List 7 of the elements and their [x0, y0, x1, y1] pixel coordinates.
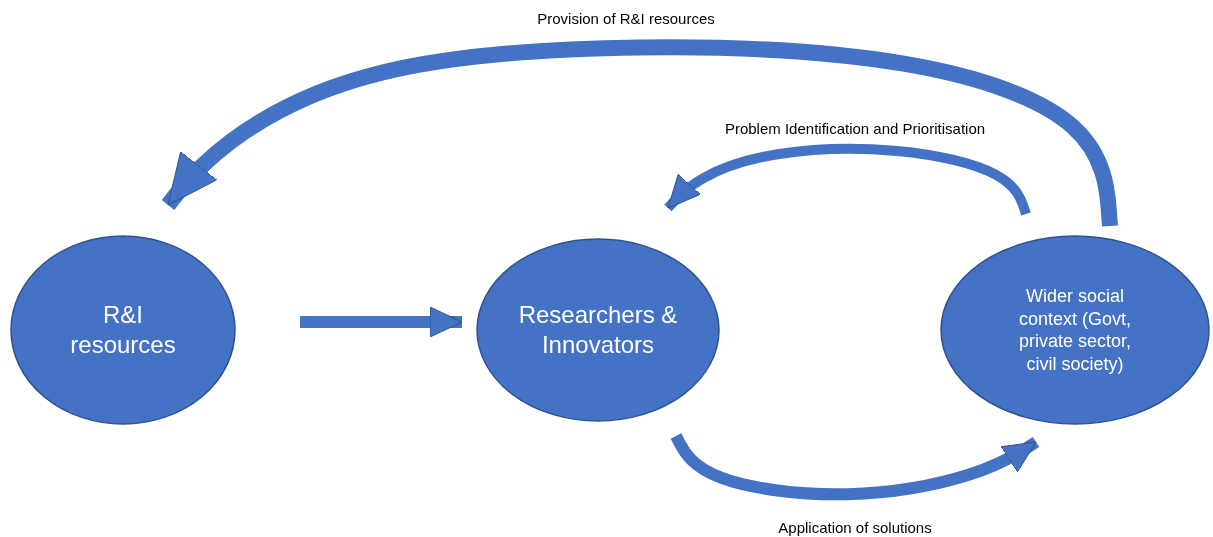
node-label: R&I resources [69, 300, 177, 360]
curved-arrow [664, 143, 1031, 216]
curved-arrow [161, 39, 1118, 227]
curved-arrow [300, 306, 463, 338]
node-label: Wider social context (Govt, private sector, civil society) [1017, 285, 1133, 375]
curved-arrow [670, 433, 1040, 501]
node-label: Researchers & Innovators [518, 300, 678, 360]
